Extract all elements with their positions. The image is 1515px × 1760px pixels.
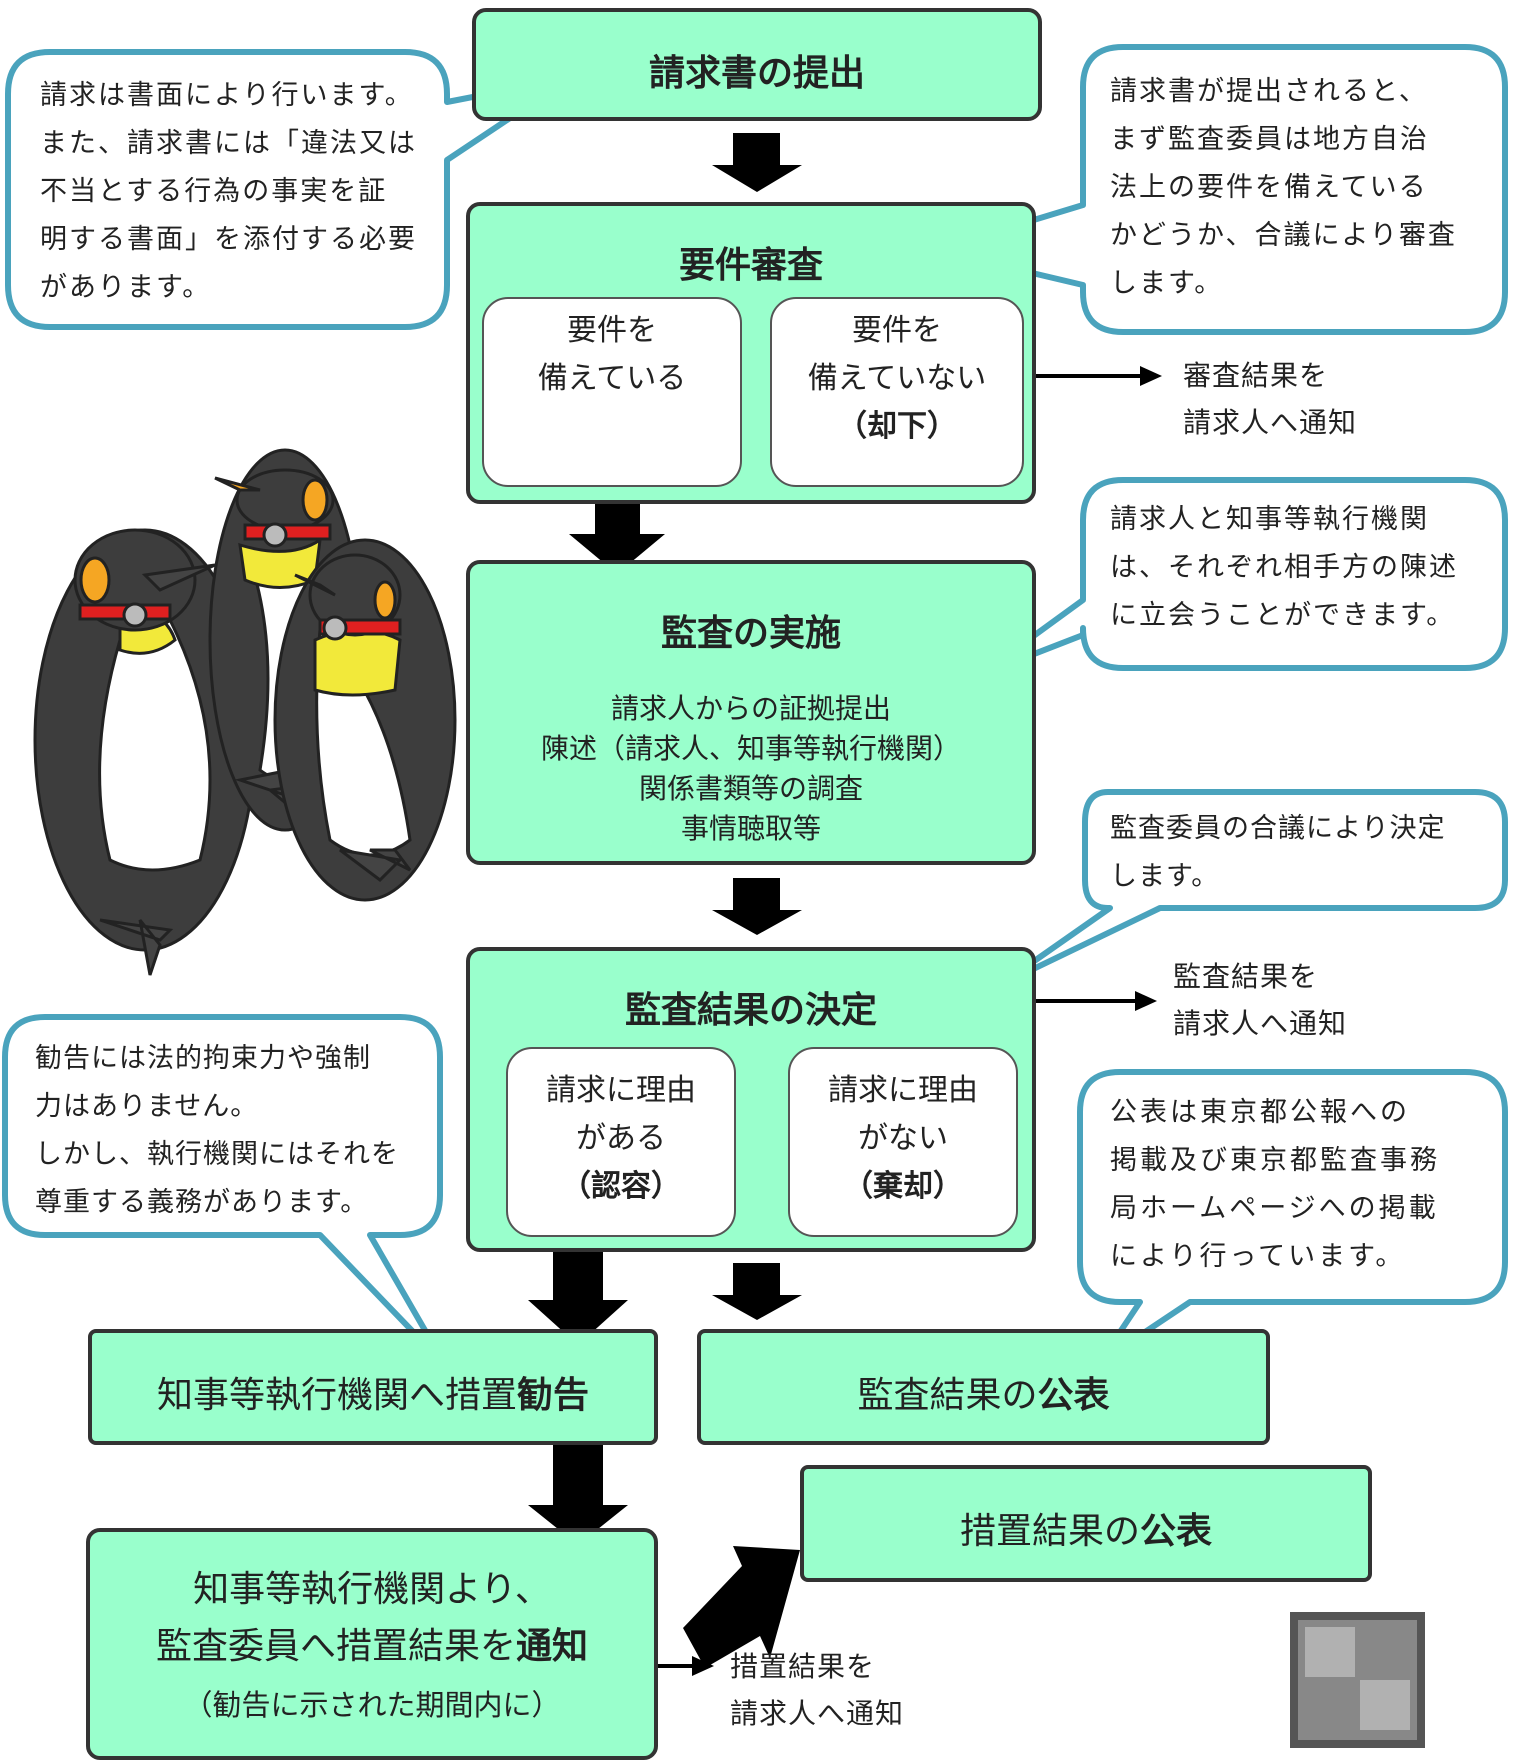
speech-bubble-audit	[977, 477, 1508, 678]
penguin-right	[273, 538, 457, 902]
notice-review-line2: 請求人へ通知	[1183, 406, 1358, 439]
decision-option-dismissed-line2: がない	[858, 1121, 948, 1156]
bubble-publish-text: 公表は東京都公報への 掲載及び東京都監査事務 局ホームページへの掲載 により行っ…	[1110, 1089, 1440, 1281]
step-review-title: 要件審査	[678, 245, 823, 286]
audit-item: 陳述（請求人、知事等執行機関）	[540, 732, 961, 765]
bubble-line: 掲載及び東京都監査事務	[1110, 1145, 1440, 1176]
bubble-line: 監査委員の合議により決定	[1110, 813, 1446, 844]
bubble-line: 力はありません。	[35, 1091, 259, 1122]
bubble-line: 公表は東京都公報への	[1110, 1097, 1410, 1128]
bubble-line: しかし、執行機関にはそれを	[35, 1139, 399, 1170]
step-recommend-label: 知事等執行機関へ措置勧告	[92, 1366, 654, 1418]
step-notify-line2: 監査委員へ措置結果を通知	[90, 1617, 654, 1669]
notice-measure-line2: 請求人へ通知	[730, 1697, 905, 1730]
step-recommend-text: 知事等執行機関へ措置	[156, 1375, 517, 1416]
step-audit-title: 監査の実施	[660, 613, 841, 654]
bubble-line: に立会うことができます。	[1110, 600, 1456, 631]
step-notify-line1: 知事等執行機関より、	[193, 1569, 551, 1610]
step-publish-result-bold: 公表	[1037, 1375, 1110, 1416]
bubble-line: 法上の要件を備えている	[1110, 172, 1428, 203]
bubble-line: 請求は書面により行います。	[40, 80, 414, 111]
step-audit-box: 監査の実施 請求人からの証拠提出 陳述（請求人、知事等執行機関） 関係書類等の調…	[466, 560, 1036, 865]
step-publish-measure-bold: 公表	[1140, 1511, 1213, 1552]
bubble-decision-text: 監査委員の合議により決定 します。	[1110, 805, 1445, 901]
audit-item: 事情聴取等	[680, 812, 821, 845]
audit-item: 関係書類等の調査	[638, 772, 863, 805]
decision-option-dismissed-line3: （棄却）	[843, 1169, 963, 1204]
decision-option-upheld-line2: がある	[576, 1121, 666, 1156]
bubble-audit-text: 請求人と知事等執行機関 は、それぞれ相手方の陳述 に立会うことができます。	[1110, 496, 1458, 640]
step-publish-measure-text: 措置結果の	[959, 1511, 1140, 1552]
step-recommend-bold: 勧告	[517, 1375, 590, 1416]
bubble-line: します。	[1110, 268, 1224, 299]
speech-bubble-submit	[5, 49, 573, 330]
step-notify-box: 知事等執行機関より、 監査委員へ措置結果を通知 （勧告に示された期間内に）	[86, 1528, 658, 1760]
step-notify-line2-bold: 通知	[516, 1626, 589, 1667]
bubble-line: は、それぞれ相手方の陳述	[1110, 552, 1458, 583]
step-recommend-box: 知事等執行機関へ措置勧告	[88, 1329, 658, 1445]
bubble-line: により行っています。	[1110, 1241, 1406, 1272]
notice-decision-line1: 監査結果を	[1173, 960, 1319, 993]
bubble-line: 不当とする行為の事実を証	[40, 176, 388, 207]
step-decision-title: 監査結果の決定	[624, 990, 877, 1031]
review-option-meets-line1: 要件を	[567, 313, 657, 348]
review-option-meets: 要件を 備えている	[482, 297, 742, 487]
step-publish-result-label: 監査結果の公表	[701, 1366, 1266, 1418]
bubble-recommend-text: 勧告には法的拘束力や強制 力はありません。 しかし、執行機関にはそれを 尊重する…	[35, 1035, 399, 1227]
step-publish-result-box: 監査結果の公表	[697, 1329, 1270, 1445]
bubble-line: また、請求書には「違法又は	[40, 128, 417, 159]
notice-review-line1: 審査結果を	[1183, 359, 1329, 392]
step-notify-line3: （勧告に示された期間内に）	[183, 1688, 561, 1722]
audit-items: 請求人からの証拠提出 陳述（請求人、知事等執行機関） 関係書類等の調査 事情聴取…	[470, 689, 1032, 849]
speech-bubble-decision	[997, 789, 1508, 988]
bubble-line: 局ホームページへの掲載	[1110, 1193, 1439, 1224]
review-option-fails: 要件を 備えていない （却下）	[770, 297, 1024, 487]
speech-bubble-review	[932, 44, 1508, 335]
bubble-review-text: 請求書が提出されると、 まず監査委員は地方自治 法上の要件を備えている かどうか…	[1110, 68, 1457, 308]
notice-decision-line2: 請求人へ通知	[1173, 1007, 1348, 1040]
step-publish-measure-label: 措置結果の公表	[804, 1502, 1368, 1554]
bubble-line: まず監査委員は地方自治	[1110, 124, 1429, 155]
bubble-line: があります。	[40, 272, 212, 303]
bubble-line: 請求書が提出されると、	[1110, 76, 1428, 107]
decision-option-upheld-line3: （認容）	[561, 1169, 681, 1204]
step-submit-box: 請求書の提出	[472, 8, 1042, 121]
decision-option-dismissed-line1: 請求に理由	[828, 1073, 978, 1108]
step-publish-measure-box: 措置結果の公表	[800, 1465, 1372, 1582]
notice-measure: 措置結果を 請求人へ通知	[730, 1643, 904, 1737]
step-submit-title: 請求書の提出	[648, 53, 865, 94]
penguin-mascot-illustration	[33, 448, 457, 976]
bubble-line: 請求人と知事等執行機関	[1110, 504, 1429, 535]
decision-option-upheld: 請求に理由 がある （認容）	[506, 1047, 736, 1237]
audit-item: 請求人からの証拠提出	[610, 692, 891, 725]
notice-review: 審査結果を 請求人へ通知	[1183, 352, 1357, 446]
review-option-fails-line2: 備えていない	[807, 361, 987, 396]
step-decision-box: 監査結果の決定 請求に理由 がある （認容） 請求に理由 がない （棄却）	[466, 947, 1036, 1252]
notice-decision: 監査結果を 請求人へ通知	[1173, 953, 1347, 1047]
review-option-meets-line2: 備えている	[537, 361, 687, 396]
notice-measure-line1: 措置結果を	[730, 1650, 876, 1683]
decision-option-dismissed: 請求に理由 がない （棄却）	[788, 1047, 1018, 1237]
review-option-fails-line3: （却下）	[837, 409, 957, 444]
bubble-line: します。	[1110, 861, 1220, 892]
review-option-fails-line1: 要件を	[852, 313, 942, 348]
bubble-line: 明する書面」を添付する必要	[40, 224, 417, 255]
step-publish-result-text: 監査結果の	[857, 1375, 1038, 1416]
bubble-line: 尊重する義務があります。	[35, 1187, 369, 1218]
decision-option-upheld-line1: 請求に理由	[546, 1073, 696, 1108]
bubble-submit-text: 請求は書面により行います。 また、請求書には「違法又は 不当とする行為の事実を証…	[40, 72, 417, 312]
bubble-line: かどうか、合議により審査	[1110, 220, 1457, 251]
down-arrows	[528, 133, 802, 1668]
step-notify-line2-text: 監査委員へ措置結果を	[155, 1626, 516, 1667]
bubble-line: 勧告には法的拘束力や強制	[35, 1043, 371, 1074]
qr-code-icon	[1290, 1612, 1425, 1748]
speech-bubble-recommend	[2, 1014, 448, 1368]
step-review-box: 要件審査 要件を 備えている 要件を 備えていない （却下）	[466, 202, 1036, 504]
penguin-left	[33, 528, 257, 976]
